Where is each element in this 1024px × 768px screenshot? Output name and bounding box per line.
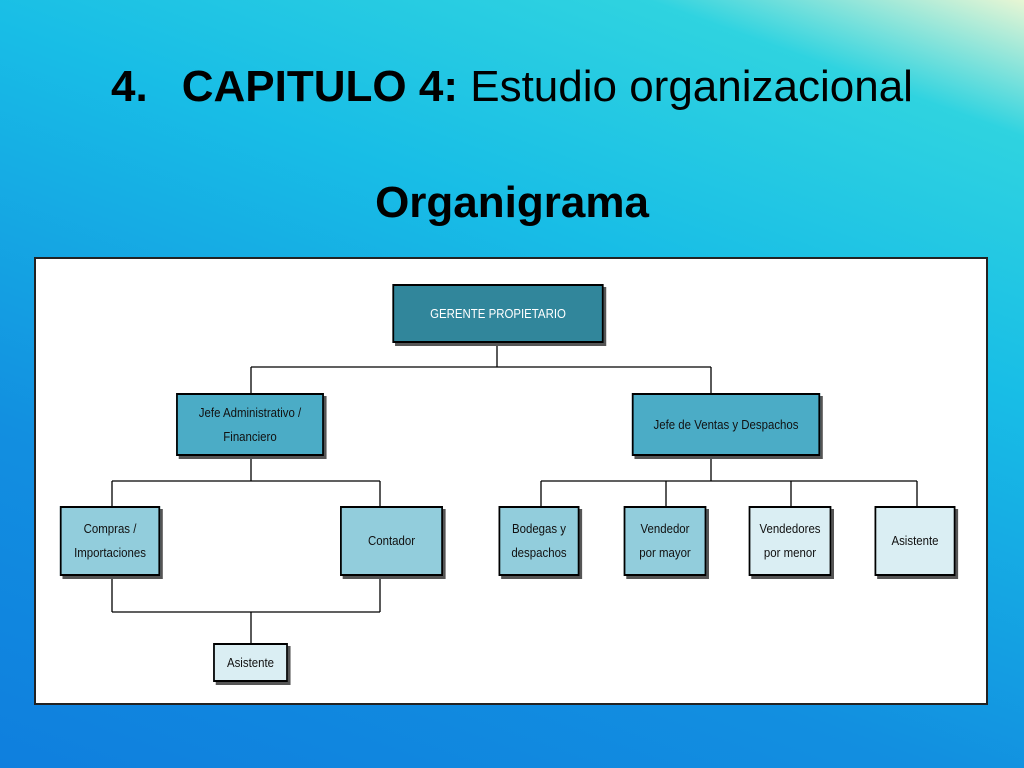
node-asistente-ventas: Asistente (874, 506, 956, 576)
node-jefe-ventas: Jefe de Ventas y Despachos (631, 393, 821, 456)
node-compras-importaciones: Compras / Importaciones (59, 506, 161, 576)
node-vendedor-por-mayor: Vendedor por mayor (623, 506, 707, 576)
node-label: Jefe Administrativo / Financiero (198, 404, 302, 444)
slide-title: 4. CAPITULO 4: Estudio organizacional (0, 62, 1024, 112)
org-chart-connectors (111, 343, 918, 643)
node-jefe-administrativo: Jefe Administrativo / Financiero (176, 393, 324, 456)
node-label: Vendedores por menor (759, 521, 821, 560)
org-chart-panel: GERENTE PROPIETARIO Jefe Administrativo … (34, 257, 988, 705)
chapter-number: 4. (111, 62, 148, 111)
node-label: Asistente (226, 654, 275, 670)
node-label: GERENTE PROPIETARIO (430, 305, 566, 321)
node-label: Bodegas y despachos (511, 521, 567, 560)
node-label: Jefe de Ventas y Despachos (653, 416, 799, 432)
node-label: Compras / Importaciones (74, 521, 146, 560)
node-label: Asistente (891, 533, 939, 548)
chapter-title: Estudio organizacional (470, 62, 913, 111)
node-vendedores-por-menor: Vendedores por menor (748, 506, 832, 576)
node-asistente-admin: Asistente (213, 643, 288, 682)
chapter-label: CAPITULO 4: (181, 62, 458, 111)
slide-subtitle: Organigrama (375, 178, 649, 227)
node-contador: Contador (340, 506, 443, 576)
node-label: Contador (367, 533, 416, 548)
node-gerente-propietario: GERENTE PROPIETARIO (392, 284, 604, 343)
node-bodegas-despachos: Bodegas y despachos (498, 506, 580, 576)
node-label: Vendedor por mayor (639, 521, 691, 560)
